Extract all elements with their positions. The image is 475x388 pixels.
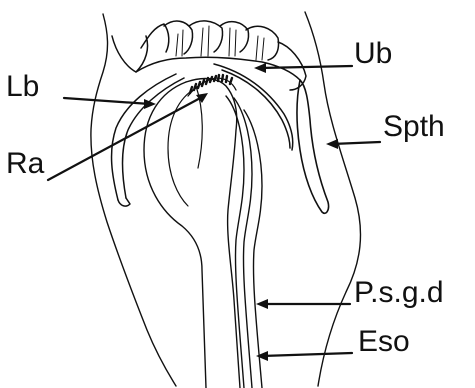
leader-lines [48,66,380,356]
label-eso: Eso [358,327,410,357]
esophagus-tubes [226,96,262,388]
bulb [144,79,240,388]
label-lb: Lb [6,72,39,102]
label-spth: Spth [383,112,445,142]
label-psgd: P.s.g.d [354,278,444,308]
bulb-lining [168,86,202,206]
label-ra: Ra [6,149,44,179]
radula [188,75,236,96]
spathe-appendage [297,80,329,213]
label-ub: Ub [354,39,392,69]
